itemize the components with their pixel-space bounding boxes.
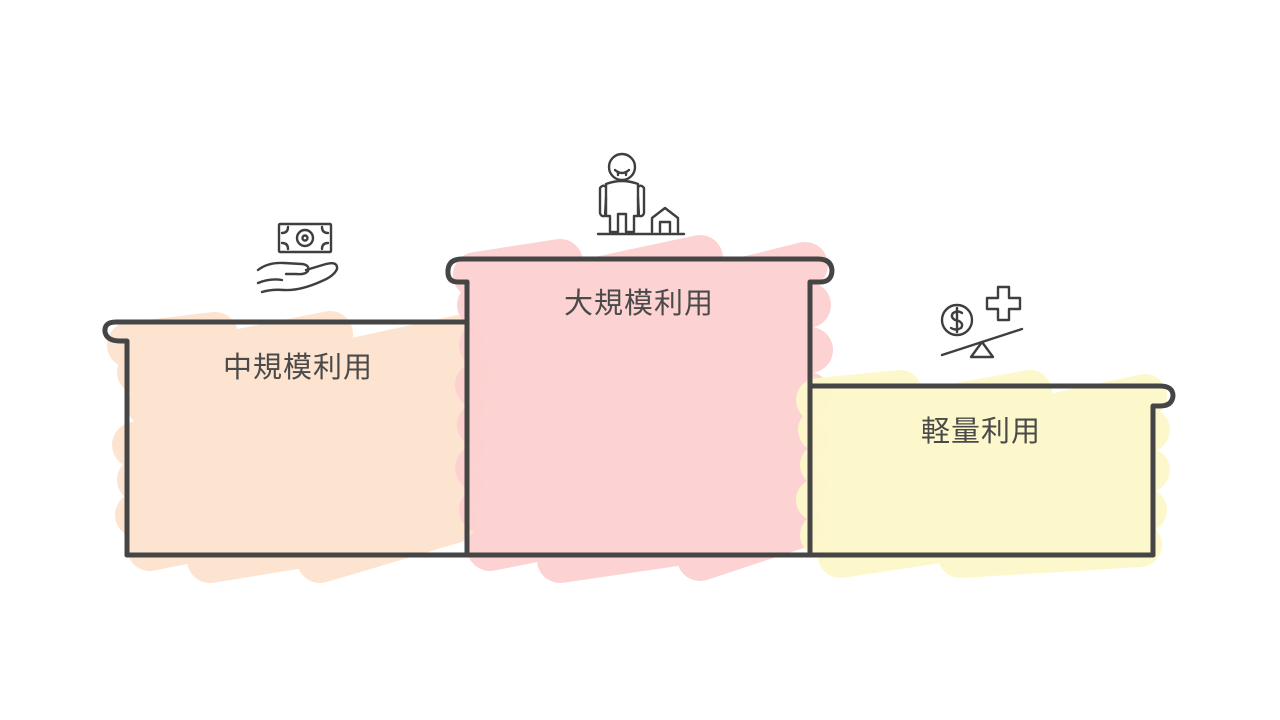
right-step-label: 軽量利用: [921, 414, 1041, 448]
center-step-label: 大規模利用: [564, 286, 714, 320]
right-step-outline: [807, 383, 1176, 558]
left-step-fill-scribble: [107, 311, 488, 583]
left-step-label: 中規模利用: [223, 350, 373, 384]
right-step-fill-scribble: [796, 370, 1170, 578]
center-step-outline: [445, 256, 835, 558]
balance-scale-money-health-icon: [940, 285, 1024, 359]
person-with-house-icon: [596, 152, 686, 236]
left-step-outline: [102, 319, 470, 558]
right-step-fill: [796, 370, 1170, 578]
podium-outline: [102, 256, 1176, 558]
hand-with-money-icon: [256, 222, 339, 294]
left-step-fill: [107, 311, 488, 583]
